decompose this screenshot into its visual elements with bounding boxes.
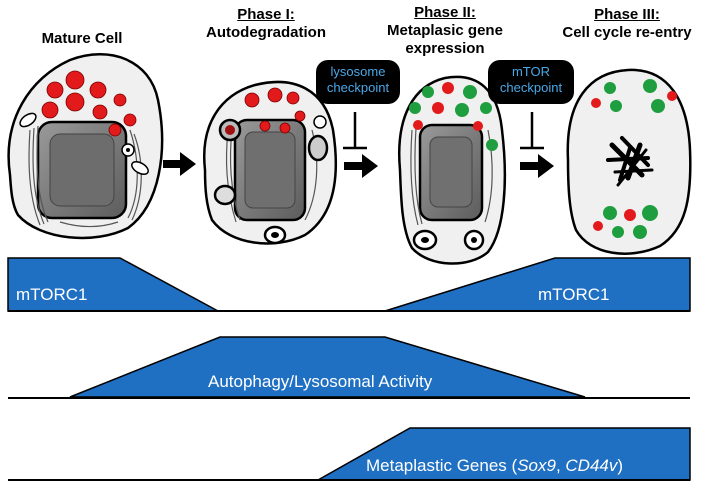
label-phase-2: Phase II: Metaplasic gene expression (370, 4, 520, 58)
metaplasic-cell (398, 75, 507, 265)
label-mature-cell: Mature Cell (41, 30, 123, 47)
mtorc1-left-label: mTORC1 (16, 285, 88, 304)
label-phase-1: Phase I: Autodegradation (196, 6, 336, 42)
autophagosome-icon (213, 115, 329, 245)
arrow-right-icon (344, 154, 378, 178)
mtorc1-right-label: mTORC1 (538, 285, 610, 304)
phase-2-subtitle-1: Metaplasic gene (387, 22, 503, 39)
autophagosome-icon (412, 229, 485, 251)
mitochondria-icon (19, 112, 149, 175)
zymogen-granules (41, 70, 137, 137)
mtor-checkpoint-line2: checkpoint (499, 80, 563, 95)
mtor-checkpoint-badge: mTOR checkpoint (488, 60, 574, 104)
granules (409, 82, 498, 151)
label-phase-3: Phase III: Cell cycle re-entry (552, 6, 702, 42)
metaplastic-suffix: ) (617, 456, 624, 475)
chromosome-icon (606, 136, 654, 187)
lysosome-checkpoint-line1: lysosome (330, 64, 386, 79)
autophagy-label: Autophagy/Lysosomal Activity (208, 372, 433, 391)
lysosome-checkpoint-badge: lysosome checkpoint (316, 60, 400, 104)
autodegradation-cell (202, 80, 338, 245)
phase-2-title: Phase II: (414, 4, 476, 21)
inhibition-t-icon (343, 112, 367, 150)
phase-2-subtitle-2: expression (405, 40, 485, 57)
phase-1-title: Phase I: (237, 6, 295, 23)
mature-cell (7, 53, 164, 240)
inhibition-t-icon (520, 112, 544, 150)
metaplastic-sep: , (555, 456, 566, 475)
arrow-right-icon (163, 152, 196, 176)
arrow-right-icon (520, 154, 554, 178)
phase-1-subtitle: Autodegradation (206, 24, 326, 41)
er-lines (28, 125, 142, 228)
metaplastic-label: Metaplastic Genes (Sox9, CD44v) (366, 456, 623, 476)
granules (591, 79, 677, 239)
mtor-checkpoint-line1: mTOR (511, 64, 551, 79)
phase-3-title: Phase III: (594, 6, 660, 23)
phase-3-subtitle: Cell cycle re-entry (562, 24, 692, 41)
gene-sox9: Sox9 (517, 456, 556, 475)
metaplastic-prefix: Metaplastic Genes ( (366, 456, 518, 475)
gene-cd44v: CD44v (565, 456, 618, 475)
lysosome-checkpoint-line2: checkpoint (326, 80, 390, 95)
dividing-cell (566, 68, 692, 255)
